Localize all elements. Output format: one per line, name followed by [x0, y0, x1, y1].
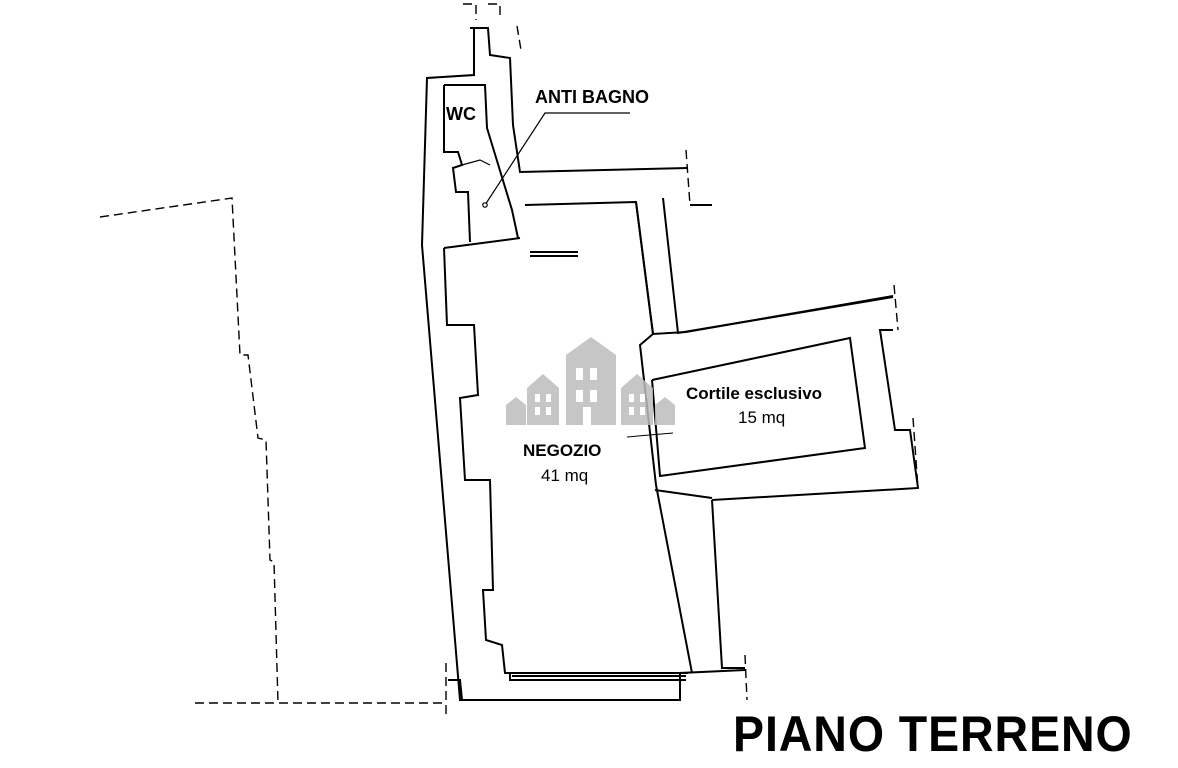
room-area-cortile: 15 mq [738, 408, 786, 427]
neighbor-dashed-outline [99, 3, 919, 715]
anti-bagno-leader [482, 112, 630, 208]
cortile-leader [626, 432, 674, 438]
room-label-negozio: NEGOZIO [523, 441, 602, 460]
buildings-watermark-icon [506, 337, 675, 425]
room-area-negozio: 41 mq [541, 466, 589, 485]
room-label-cortile: Cortile esclusivo [686, 384, 823, 403]
floor-title: PIANO TERRENO [733, 706, 1133, 762]
room-label-anti-bagno: ANTI BAGNO [535, 87, 649, 107]
room-label-wc: WC [446, 104, 476, 124]
building-walls [420, 27, 920, 701]
